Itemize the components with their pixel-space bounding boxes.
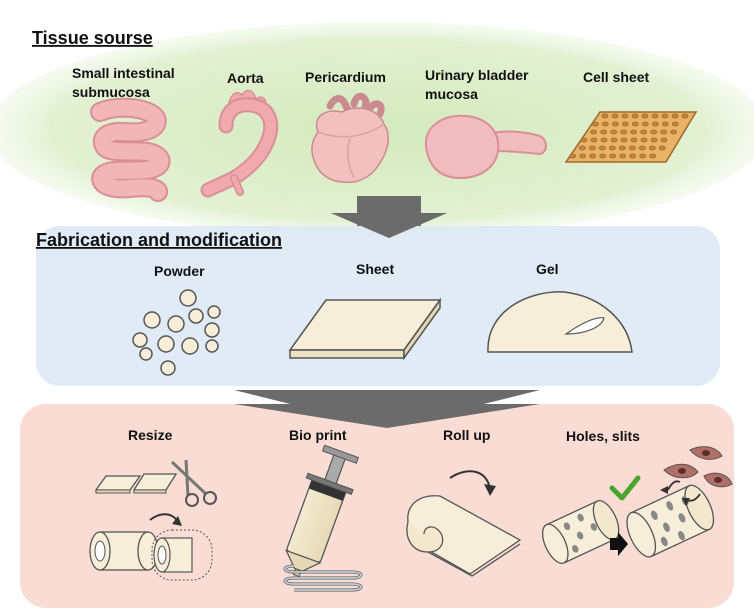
cell-nucleus — [620, 129, 628, 135]
cell-nucleus — [650, 129, 658, 135]
cell-nucleus — [618, 145, 626, 151]
cell-nucleus — [630, 137, 638, 143]
cell-nucleus — [648, 145, 656, 151]
source-label-intestine-2: submucosa — [72, 84, 150, 100]
cell-nucleus — [649, 153, 657, 159]
cell-nucleus — [661, 113, 669, 119]
tissue-source-section: Tissue sourse Small intestinal submucosa… — [0, 22, 754, 238]
cell-nucleus — [641, 121, 649, 127]
cell-nucleus — [580, 137, 588, 143]
cell-nucleus — [620, 137, 628, 143]
cell-nucleus — [591, 121, 599, 127]
source-label-bladder-2: mucosa — [425, 86, 478, 102]
processing-label-bioprint: Bio print — [289, 427, 347, 443]
gel-icon — [487, 291, 633, 353]
cell-nucleus — [621, 113, 629, 119]
cell-nucleus — [599, 153, 607, 159]
source-label-pericardium: Pericardium — [305, 69, 386, 85]
cell-nucleus — [600, 129, 608, 135]
syringe-icon — [283, 444, 363, 592]
resize-tube-icon — [89, 513, 213, 581]
cell-nucleus — [670, 129, 678, 135]
cell-nucleus — [578, 145, 586, 151]
cell-nucleus — [639, 153, 647, 159]
flow-arrow-1 — [331, 196, 447, 238]
cell-nucleus — [628, 145, 636, 151]
fabrication-title: Fabrication and modification — [36, 230, 282, 250]
cell-sheet-icon — [564, 111, 698, 163]
source-label-bladder-1: Urinary bladder — [425, 67, 529, 83]
cell-nucleus — [630, 129, 638, 135]
cell-nucleus — [611, 121, 619, 127]
bladder-icon — [424, 114, 547, 180]
tissue-source-title: Tissue sourse — [32, 28, 153, 48]
check-icon — [609, 475, 641, 501]
cell-nucleus — [651, 113, 659, 119]
scissors-icon — [94, 459, 217, 507]
cells-icon — [660, 446, 733, 506]
heart-icon — [311, 92, 390, 184]
processing-section: Resize Bio print Roll up Holes, slits — [20, 404, 734, 608]
cell-nucleus — [588, 145, 596, 151]
cell-nucleus — [589, 153, 597, 159]
source-label-cell-sheet: Cell sheet — [583, 69, 649, 85]
cell-nucleus — [640, 129, 648, 135]
cell-nucleus — [569, 153, 577, 159]
cell-nucleus — [651, 121, 659, 127]
cell-nucleus — [601, 121, 609, 127]
cell-nucleus — [590, 137, 598, 143]
cell-nucleus — [598, 145, 606, 151]
cell-nucleus — [660, 137, 668, 143]
cell-nucleus — [631, 113, 639, 119]
cell-nucleus — [601, 113, 609, 119]
source-label-aorta: Aorta — [227, 70, 264, 86]
fabrication-label-powder: Powder — [154, 263, 205, 279]
cell-nucleus — [579, 153, 587, 159]
cell-nucleus — [609, 153, 617, 159]
powder-icon — [132, 289, 221, 376]
cell-nucleus — [590, 129, 598, 135]
cell-nucleus — [608, 145, 616, 151]
cell-nucleus — [641, 113, 649, 119]
cell-nucleus — [600, 137, 608, 143]
cell-nucleus — [621, 121, 629, 127]
processing-label-holes: Holes, slits — [566, 428, 640, 444]
cell-nucleus — [671, 121, 679, 127]
fabrication-label-gel: Gel — [536, 261, 559, 277]
cell-nucleus — [650, 137, 658, 143]
cell-nucleus — [671, 113, 679, 119]
cell-nucleus — [658, 145, 666, 151]
cell-nucleus — [611, 113, 619, 119]
cell-nucleus — [610, 137, 618, 143]
aorta-icon — [200, 89, 279, 198]
fabrication-section: Fabrication and modification Powder Shee… — [36, 213, 720, 386]
cell-nucleus — [640, 137, 648, 143]
source-label-intestine-1: Small intestinal — [72, 65, 175, 81]
cell-nucleus — [629, 153, 637, 159]
processing-label-resize: Resize — [128, 427, 173, 443]
cell-nucleus — [631, 121, 639, 127]
cell-nucleus — [638, 145, 646, 151]
processing-label-rollup: Roll up — [443, 427, 490, 443]
cell-nucleus — [610, 129, 618, 135]
cell-nucleus — [660, 129, 668, 135]
fabrication-label-sheet: Sheet — [356, 261, 394, 277]
cell-nucleus — [681, 113, 689, 119]
sheet-icon — [288, 297, 442, 361]
cell-nucleus — [619, 153, 627, 159]
holes-tube-icon — [541, 446, 733, 564]
cell-nucleus — [661, 121, 669, 127]
roll-icon — [406, 470, 522, 577]
